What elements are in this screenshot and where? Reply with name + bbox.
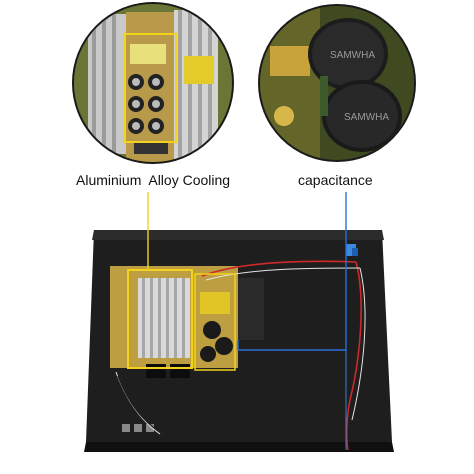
aluminium-heatsink-main xyxy=(138,278,190,358)
capacitor-zoom-photo: SAMWHA SAMWHA xyxy=(258,4,416,162)
caption-capacitance: capacitance xyxy=(298,172,373,188)
rear-connectors xyxy=(346,244,358,256)
heatsink-closeup-illustration xyxy=(74,4,232,162)
capacitor-main xyxy=(200,321,233,362)
filter-capacitor-top: SAMWHA xyxy=(308,18,388,90)
capacitor-highlight-frame xyxy=(194,273,236,371)
capacitor-brand-print: SAMWHA xyxy=(330,50,375,61)
capacitor-brand-print-2: SAMWHA xyxy=(344,112,389,123)
capacitor-array xyxy=(128,74,164,134)
caption-aluminium-alloy-cooling: Aluminium Alloy Cooling xyxy=(76,172,231,188)
power-switch xyxy=(122,424,154,432)
chassis xyxy=(84,230,394,452)
filter-capacitor-bottom: SAMWHA xyxy=(322,80,402,152)
heatsink-highlight-frame xyxy=(127,269,193,369)
fuse-block xyxy=(146,364,190,378)
circuit-board xyxy=(110,266,238,368)
capacitor-closeup-illustration: SAMWHA SAMWHA xyxy=(260,6,414,160)
callout-path-capacitance xyxy=(237,246,347,351)
power-transformer xyxy=(200,292,230,314)
aluminium-heatsink xyxy=(88,10,218,160)
heatsink-zoom-photo xyxy=(72,2,234,164)
signal-wiring xyxy=(115,250,366,451)
